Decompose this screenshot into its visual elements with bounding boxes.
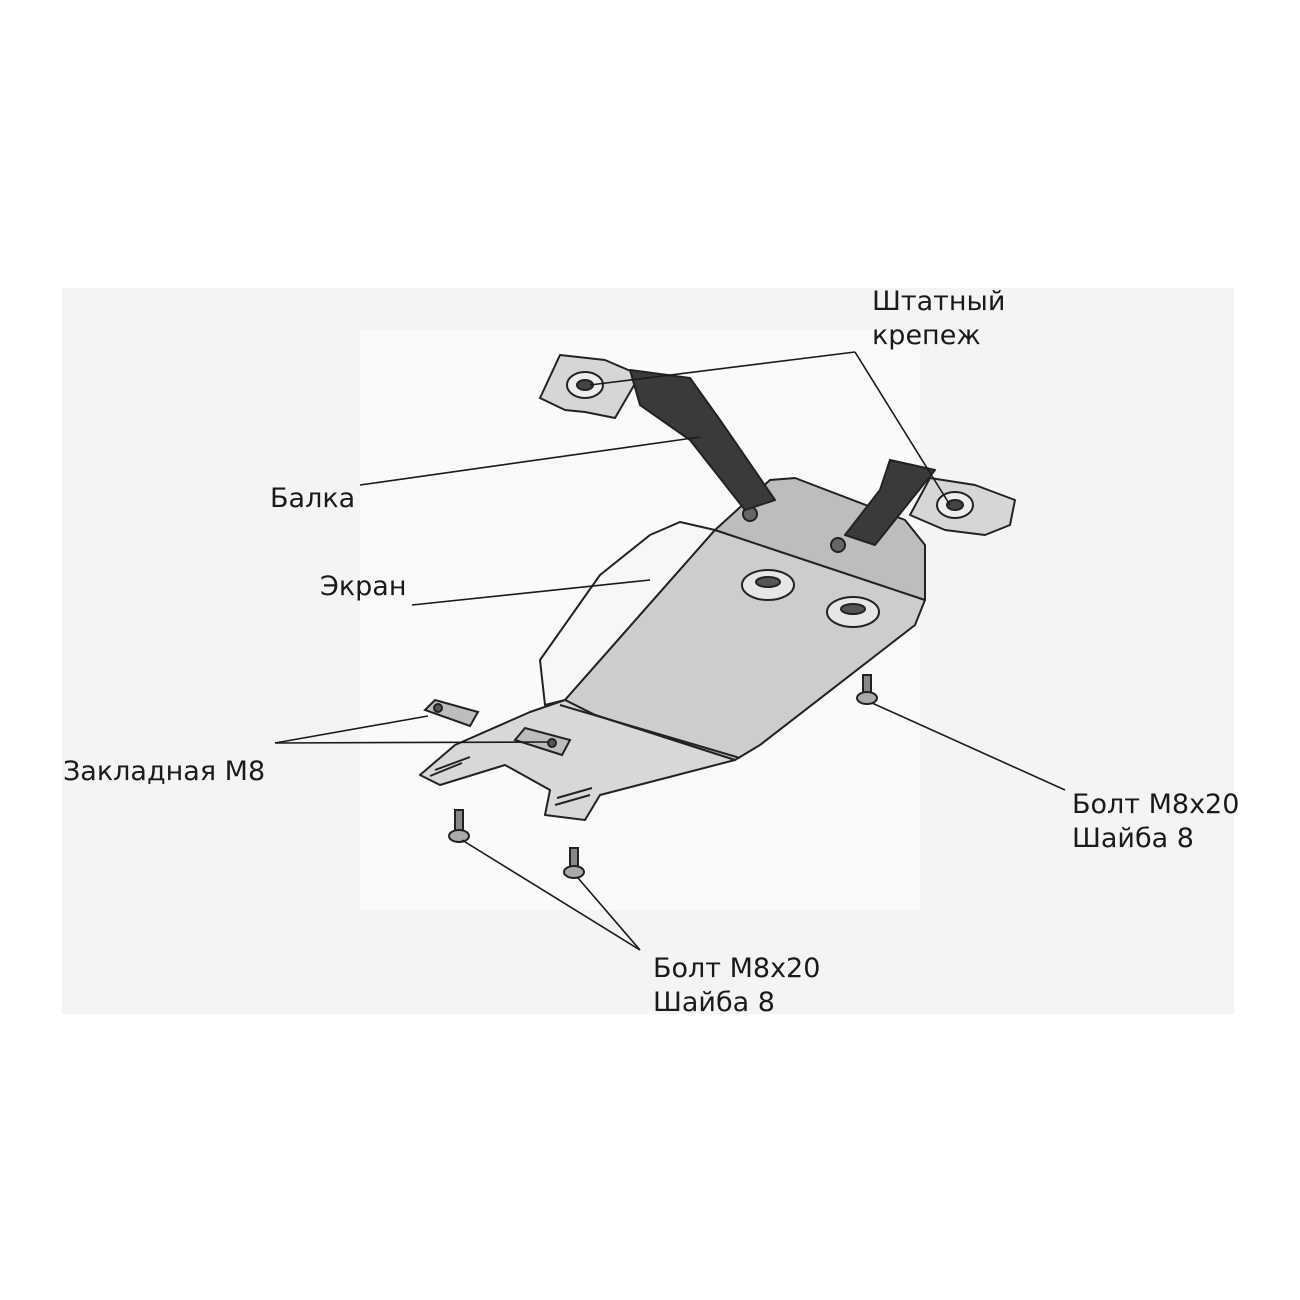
plate-hole-left bbox=[741, 569, 795, 601]
front-tab-right-slot bbox=[554, 787, 593, 806]
front-tab-left-slot bbox=[429, 756, 471, 777]
bolt-right bbox=[856, 674, 878, 705]
label-insert: Закладная М8 bbox=[63, 755, 265, 789]
label-bolt-bottom-line2: Шайба 8 bbox=[653, 987, 775, 1018]
label-beam-text: Балка bbox=[270, 483, 356, 514]
label-bolt-bottom-line1: Болт М8х20 bbox=[653, 953, 821, 984]
label-insert-text: Закладная М8 bbox=[63, 756, 266, 787]
label-bolt-right-line2: Шайба 8 bbox=[1072, 823, 1194, 854]
beam-right-hole bbox=[946, 499, 964, 511]
skid-plate bbox=[419, 477, 926, 821]
leader-insert-lower bbox=[274, 741, 549, 744]
plate-fold-line bbox=[559, 704, 741, 759]
leader-bolt-bottom-right bbox=[577, 877, 641, 951]
leader-insert-upper bbox=[274, 715, 429, 744]
beam-right-arm bbox=[844, 459, 936, 546]
leader-beam bbox=[359, 436, 701, 486]
label-beam: Балка bbox=[270, 482, 355, 516]
bolt-bottom-left bbox=[448, 809, 470, 843]
plate-left-flange bbox=[539, 521, 716, 706]
leader-fastener-left bbox=[589, 351, 856, 386]
beam bbox=[539, 354, 1016, 546]
bolt-bottom-right bbox=[563, 847, 585, 879]
plate-front-section bbox=[419, 699, 736, 821]
leader-bolt-right bbox=[871, 702, 1066, 791]
leader-screen bbox=[411, 579, 651, 606]
beam-left-arm bbox=[629, 369, 776, 511]
label-bolt-bottom: Болт М8х20 Шайба 8 bbox=[653, 952, 820, 1020]
plate-hole-right bbox=[826, 596, 880, 628]
plate-nut-right bbox=[830, 537, 846, 553]
label-standard-fastener: Штатный крепеж bbox=[872, 285, 1005, 353]
insert-upper bbox=[423, 698, 480, 728]
label-bolt-right: Болт М8х20 Шайба 8 bbox=[1072, 788, 1239, 856]
leader-fastener-right bbox=[854, 351, 951, 506]
label-screen: Экран bbox=[320, 570, 407, 604]
leader-bolt-bottom-left bbox=[461, 839, 641, 951]
label-screen-text: Экран bbox=[320, 571, 407, 602]
label-bolt-right-line1: Болт М8х20 bbox=[1072, 789, 1240, 820]
leader-lines bbox=[274, 351, 1066, 951]
label-standard-fastener-line1: Штатный bbox=[872, 286, 1006, 317]
label-standard-fastener-line2: крепеж bbox=[872, 320, 981, 351]
